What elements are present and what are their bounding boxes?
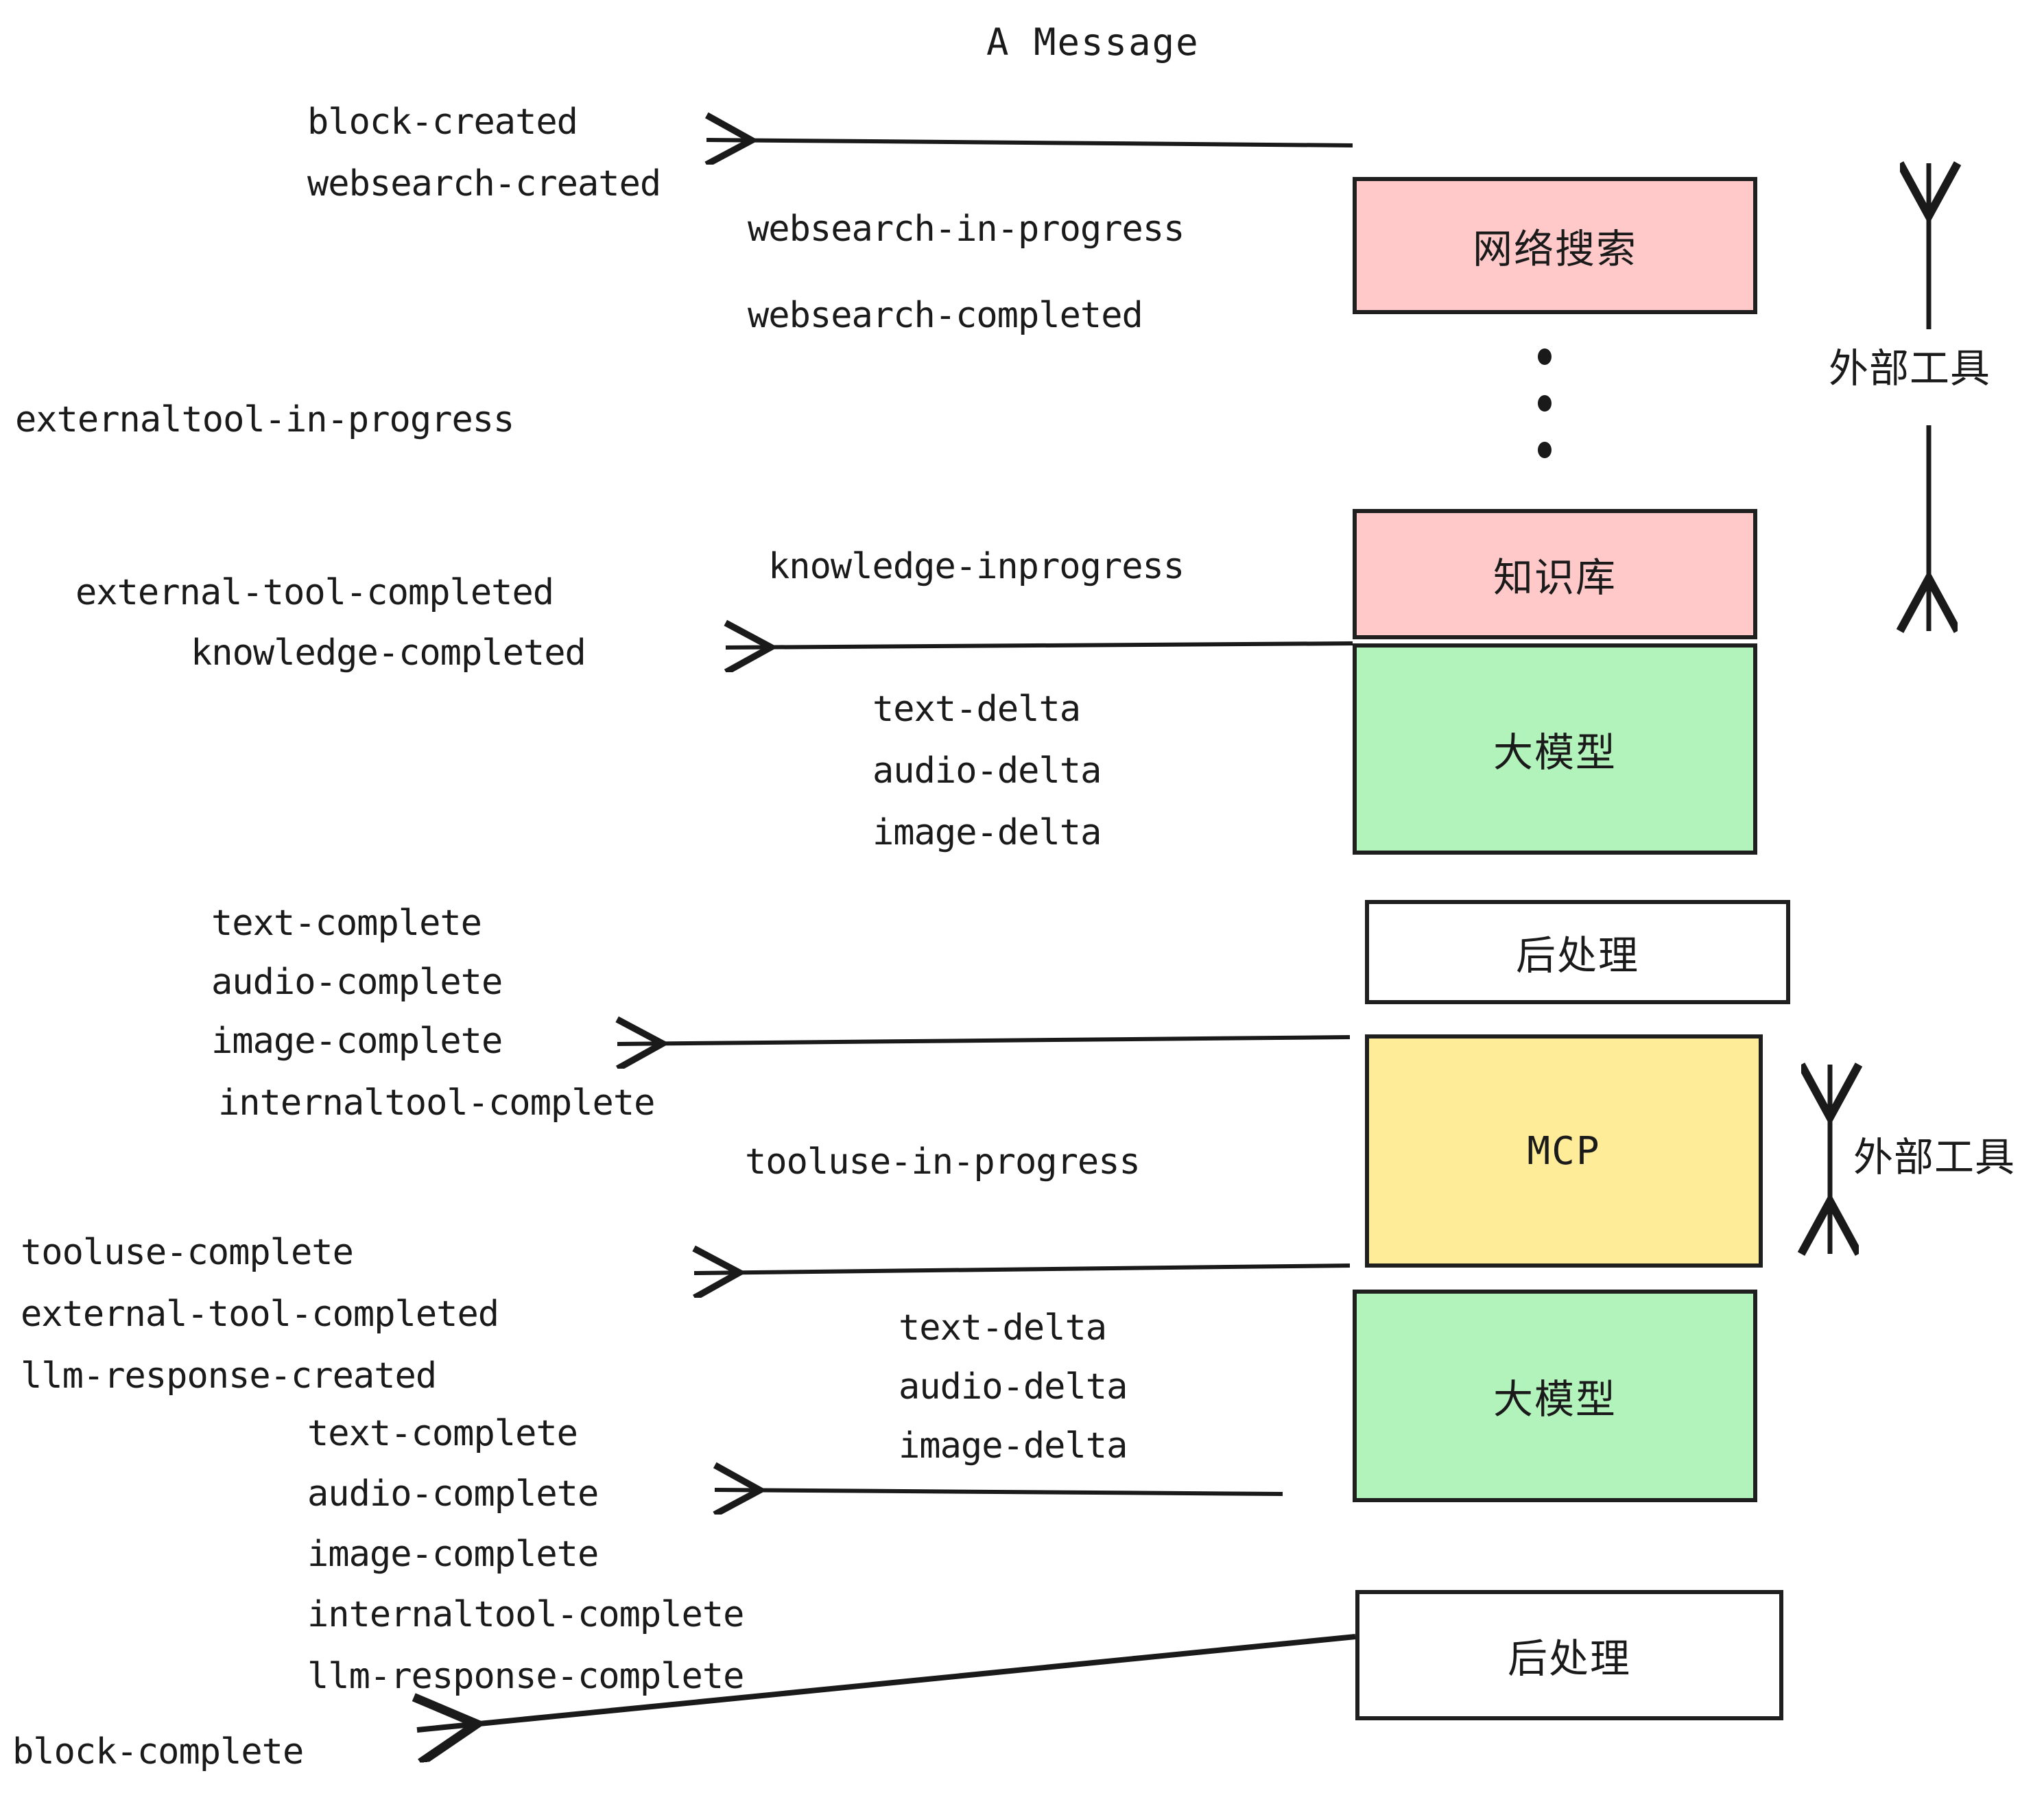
- node-llm-1[interactable]: 大模型: [1353, 643, 1757, 855]
- page-title: A Message: [986, 21, 1200, 64]
- node-knowledge-label: 知识库: [1493, 554, 1617, 601]
- event-knowledge-inprogress: knowledge-inprogress: [768, 546, 1185, 587]
- node-llm-2[interactable]: 大模型: [1353, 1290, 1757, 1502]
- node-mcp-label: MCP: [1527, 1128, 1601, 1174]
- node-llm-1-label: 大模型: [1493, 729, 1617, 776]
- event-text-complete-1: text-complete: [211, 903, 482, 944]
- event-internaltool-complete-1: internaltool-complete: [218, 1082, 655, 1124]
- event-llm-response-complete: llm-response-complete: [307, 1656, 744, 1697]
- event-text-complete-2: text-complete: [307, 1413, 578, 1454]
- node-llm-2-label: 大模型: [1493, 1376, 1617, 1423]
- group-label-external-tools-top: 外部工具: [1829, 345, 1991, 392]
- event-websearch-completed: websearch-completed: [748, 295, 1143, 336]
- ellipsis-dot: [1538, 442, 1552, 458]
- arrow-mcp-to-tooluse-complete: [694, 1266, 1351, 1273]
- node-websearch-label: 网络搜索: [1472, 226, 1637, 272]
- arrow-knowledge-to-completed: [726, 643, 1353, 648]
- node-websearch[interactable]: 网络搜索: [1353, 177, 1757, 314]
- node-postprocess-2-label: 后处理: [1507, 1635, 1631, 1682]
- vertical-ellipsis: [1536, 348, 1553, 458]
- event-llm-response-created: llm-response-created: [21, 1355, 437, 1397]
- ellipsis-dot: [1538, 348, 1552, 365]
- event-audio-delta-2: audio-delta: [899, 1366, 1128, 1408]
- event-audio-complete-1: audio-complete: [211, 962, 503, 1003]
- event-websearch-in-progress: websearch-in-progress: [748, 209, 1185, 250]
- event-tooluse-in-progress: tooluse-in-progress: [745, 1141, 1141, 1183]
- event-websearch-created: websearch-created: [307, 163, 661, 204]
- arrow-llm-to-audio-complete: [715, 1490, 1283, 1494]
- node-knowledge[interactable]: 知识库: [1353, 509, 1757, 639]
- event-audio-complete-2: audio-complete: [307, 1473, 599, 1515]
- event-knowledge-completed: knowledge-completed: [191, 632, 586, 674]
- node-mcp[interactable]: MCP: [1365, 1034, 1763, 1268]
- event-text-delta-1: text-delta: [872, 689, 1081, 730]
- event-block-complete: block-complete: [12, 1731, 304, 1772]
- event-internaltool-complete-2: internaltool-complete: [307, 1594, 744, 1635]
- event-image-delta-1: image-delta: [872, 812, 1102, 853]
- event-tooluse-complete: tooluse-complete: [21, 1232, 354, 1273]
- event-image-complete-2: image-complete: [307, 1534, 599, 1575]
- group-label-external-tools-bottom: 外部工具: [1853, 1134, 2016, 1180]
- event-block-created: block-created: [307, 102, 578, 143]
- event-external-tool-completed-1: external-tool-completed: [75, 572, 554, 613]
- event-audio-delta-1: audio-delta: [872, 750, 1102, 792]
- event-image-complete-1: image-complete: [211, 1021, 503, 1062]
- event-external-tool-completed-2: external-tool-completed: [21, 1294, 499, 1335]
- node-postprocess-2[interactable]: 后处理: [1355, 1590, 1783, 1720]
- node-postprocess-1-label: 后处理: [1515, 932, 1639, 979]
- event-image-delta-2: image-delta: [899, 1425, 1128, 1467]
- arrow-websearch-to-block-created: [706, 140, 1353, 145]
- event-text-delta-2: text-delta: [899, 1307, 1107, 1349]
- arrow-postprocess-to-image-complete: [617, 1037, 1351, 1044]
- node-postprocess-1[interactable]: 后处理: [1365, 900, 1790, 1004]
- event-externaltool-in-progress: externaltool-in-progress: [15, 399, 514, 440]
- ellipsis-dot: [1538, 395, 1552, 412]
